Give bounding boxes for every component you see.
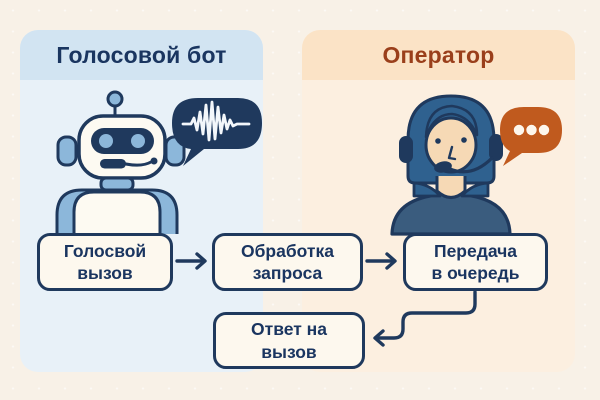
flow-step-voice-call: Голосвой вызов — [37, 233, 173, 291]
flow-step-queue-transfer: Передача в очередь — [403, 233, 548, 291]
operator-title: Оператор — [382, 41, 495, 68]
flow-step-label: Обработка запроса — [241, 240, 334, 283]
operator-panel-header: Оператор — [302, 30, 575, 80]
flow-step-label: Голосвой вызов — [63, 240, 147, 283]
flow-step-request-processing: Обработка запроса — [212, 233, 363, 291]
flow-step-call-answer: Ответ на вызов — [213, 312, 365, 369]
flow-step-label: Ответ на вызов — [251, 319, 327, 362]
voice-bot-panel-header: Голосовой бот — [20, 30, 263, 80]
flow-step-label: Передача в очередь — [431, 240, 520, 283]
voice-bot-title: Голосовой бот — [56, 41, 227, 68]
